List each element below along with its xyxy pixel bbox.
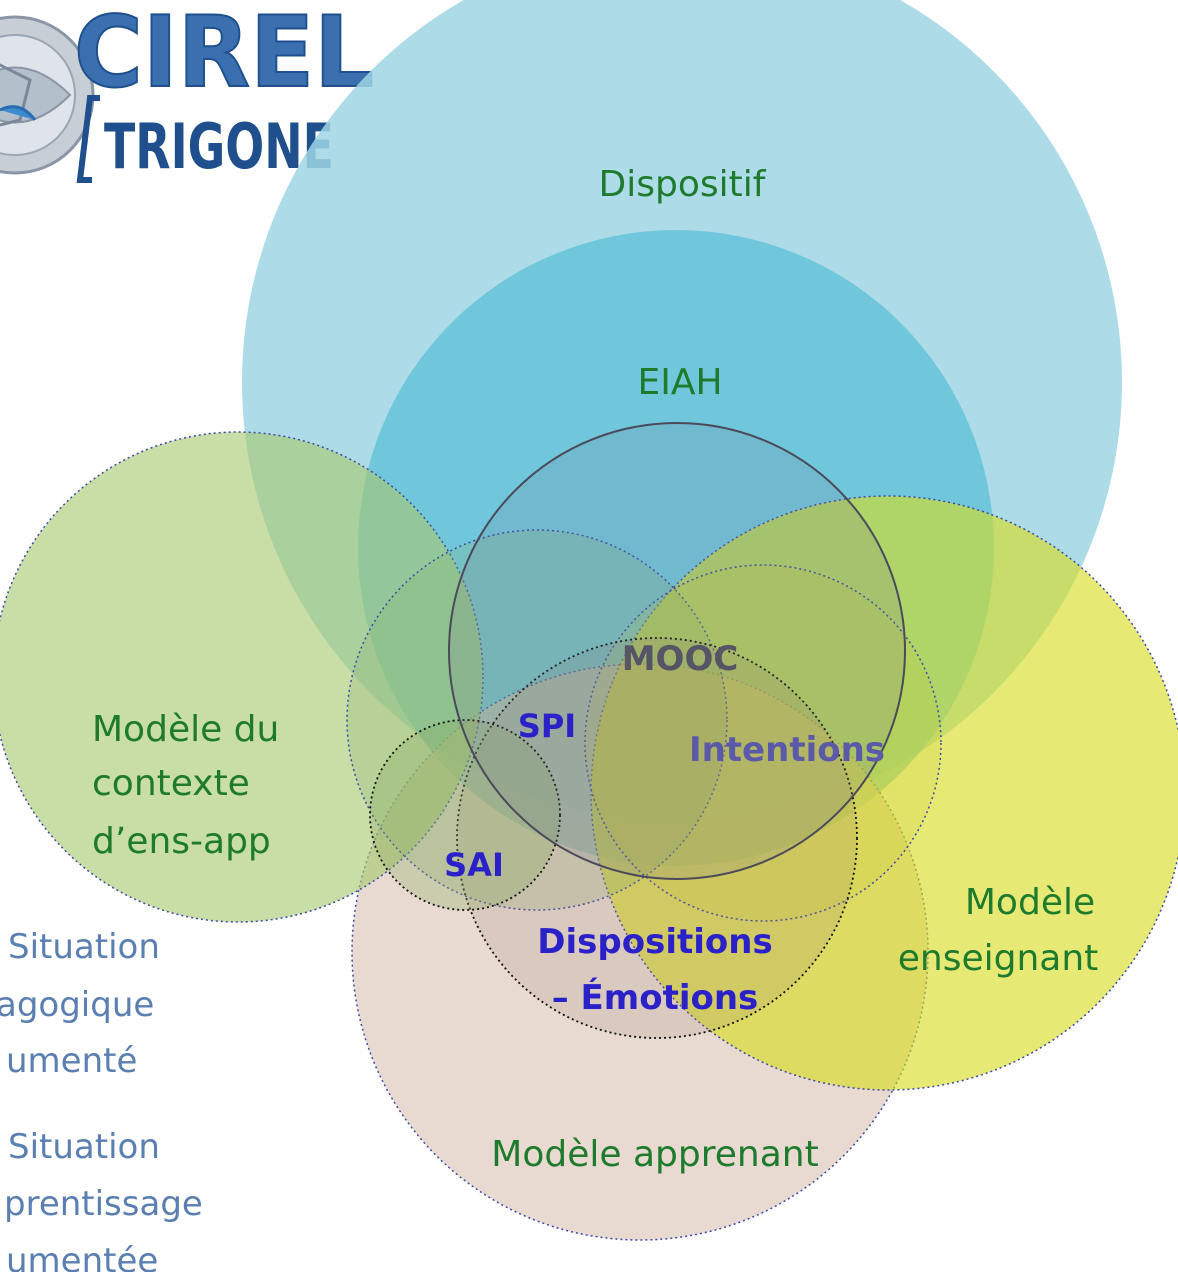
logo-bracket xyxy=(76,95,100,183)
logo-title: CIREL xyxy=(74,0,374,110)
circle-mooc xyxy=(448,422,906,880)
circle-modele-contexte xyxy=(0,431,484,923)
circle-intentions xyxy=(584,564,942,922)
legend-sai-line2: prentissage xyxy=(4,1184,203,1224)
circle-sai xyxy=(369,719,561,911)
label-eiah: EIAH xyxy=(637,362,722,403)
label-dispositions-line1: Dispositions xyxy=(537,922,772,962)
label-spi: SPI xyxy=(518,707,576,745)
label-intentions: Intentions xyxy=(689,730,885,770)
label-modele-contexte-line1: Modèle du xyxy=(92,709,279,750)
label-mooc: MOOC xyxy=(622,639,739,679)
label-modele-enseignant-line2: enseignant xyxy=(898,938,1099,979)
circle-spi xyxy=(346,529,728,911)
label-dispositions-line2: – Émotions xyxy=(552,977,759,1018)
label-modele-enseignant-line1: Modèle xyxy=(965,882,1095,923)
label-modele-apprenant: Modèle apprenant xyxy=(491,1134,818,1175)
legend-spi-line3: umenté xyxy=(6,1041,137,1081)
label-modele-contexte-line2: contexte xyxy=(92,763,250,804)
globe-emblem-icon xyxy=(0,15,95,175)
label-dispositif: Dispositif xyxy=(599,164,767,205)
logo-subtitle: TRIGONE xyxy=(104,110,334,183)
legend-spi-line2: agogique xyxy=(0,985,154,1025)
legend-sai-line3: umentée xyxy=(6,1241,158,1272)
legend-spi-line1: Situation xyxy=(8,927,160,967)
legend: Situation agogique umenté Situation pren… xyxy=(0,927,203,1272)
legend-sai-line1: Situation xyxy=(8,1127,160,1167)
label-modele-contexte-line3: d’ens-app xyxy=(92,821,271,862)
label-sai: SAI xyxy=(444,846,504,884)
circle-modele-enseignant xyxy=(590,495,1178,1091)
circle-dispositions xyxy=(456,637,858,1039)
cirel-logo: CIREL TRIGONE xyxy=(0,0,375,183)
